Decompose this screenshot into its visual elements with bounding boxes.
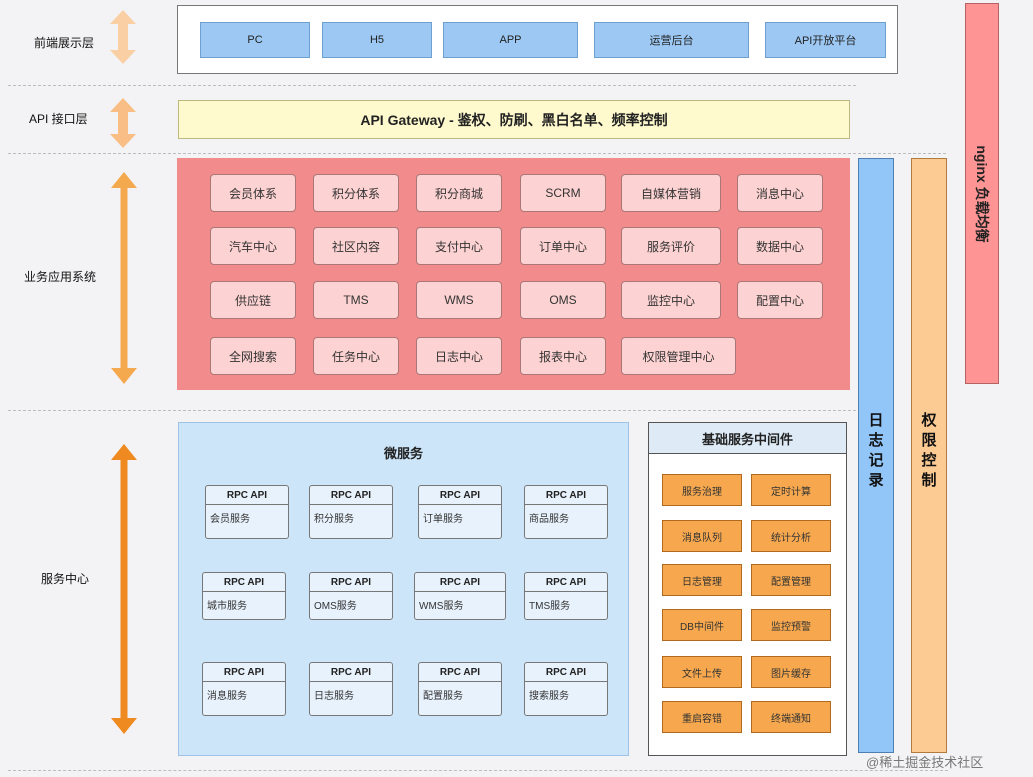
rpc-label: RPC API: [310, 486, 392, 505]
service-name: 消息服务: [207, 691, 247, 702]
service-name: 搜索服务: [529, 691, 569, 702]
service-name: 订单服务: [423, 514, 463, 525]
rpc-label: RPC API: [419, 486, 501, 505]
nginx-load-balancer: nginx 负载均衡: [965, 3, 999, 384]
double-arrow-icon: [110, 98, 136, 148]
business-item: 自媒体营销: [621, 174, 721, 212]
service-name: 积分服务: [314, 514, 354, 525]
middleware-item: 重启容错: [662, 701, 742, 733]
rpc-card: RPC API 会员服务: [205, 485, 289, 539]
layer-label-service: 服务中心: [41, 572, 90, 586]
business-item: 全网搜索: [210, 337, 296, 375]
middleware-item: 文件上传: [662, 656, 742, 688]
rpc-label: RPC API: [525, 663, 607, 682]
rpc-label: RPC API: [203, 573, 285, 592]
business-item: 供应链: [210, 281, 296, 319]
business-item: 日志中心: [416, 337, 502, 375]
rpc-label: RPC API: [206, 486, 288, 505]
double-arrow-icon: [111, 444, 137, 734]
service-name: 会员服务: [210, 514, 250, 525]
middleware-item: 图片缓存: [751, 656, 831, 688]
separator: [8, 770, 948, 771]
rpc-label: RPC API: [415, 573, 505, 592]
rpc-card: RPC API 搜索服务: [524, 662, 608, 716]
rpc-label: RPC API: [525, 573, 607, 592]
rpc-card: RPC API 配置服务: [418, 662, 502, 716]
business-item: 消息中心: [737, 174, 823, 212]
double-arrow-icon: [111, 172, 137, 384]
frontend-item-h5: H5: [322, 22, 432, 58]
business-item: 报表中心: [520, 337, 606, 375]
business-item: 会员体系: [210, 174, 296, 212]
middleware-item: 服务治理: [662, 474, 742, 506]
middleware-item: 消息队列: [662, 520, 742, 552]
service-name: OMS服务: [314, 601, 357, 612]
middleware-item: 日志管理: [662, 564, 742, 596]
rpc-card: RPC API 积分服务: [309, 485, 393, 539]
rpc-card: RPC API WMS服务: [414, 572, 506, 620]
middleware-item: 统计分析: [751, 520, 831, 552]
layer-label-frontend: 前端展示层: [34, 36, 95, 50]
service-name: 配置服务: [423, 691, 463, 702]
layer-label-business: 业务应用系统: [24, 270, 97, 284]
business-item: 任务中心: [313, 337, 399, 375]
frontend-item-ops: 运营后台: [594, 22, 749, 58]
service-name: 日志服务: [314, 691, 354, 702]
frontend-item-open-api: API开放平台: [765, 22, 886, 58]
rpc-card: RPC API 日志服务: [309, 662, 393, 716]
business-item: 汽车中心: [210, 227, 296, 265]
business-item: 监控中心: [621, 281, 721, 319]
rpc-card: RPC API TMS服务: [524, 572, 608, 620]
nginx-label: nginx 负载均衡: [974, 144, 990, 243]
rpc-card: RPC API OMS服务: [309, 572, 393, 620]
business-item: 配置中心: [737, 281, 823, 319]
rpc-card: RPC API 城市服务: [202, 572, 286, 620]
middleware-title: 基础服务中间件: [649, 423, 846, 454]
layer-label-api: API 接口层: [29, 112, 88, 126]
service-name: 城市服务: [207, 601, 247, 612]
double-arrow-icon: [110, 10, 136, 64]
service-name: WMS服务: [419, 601, 464, 612]
business-item: 数据中心: [737, 227, 823, 265]
frontend-item-app: APP: [443, 22, 578, 58]
service-name: 商品服务: [529, 514, 569, 525]
microservices-title: 微服务: [383, 446, 423, 461]
business-item: SCRM: [520, 174, 606, 212]
frontend-item-pc: PC: [200, 22, 310, 58]
rpc-label: RPC API: [310, 573, 392, 592]
business-item: 社区内容: [313, 227, 399, 265]
permission-control-label: 权限控制: [921, 412, 937, 489]
business-item: 积分商城: [416, 174, 502, 212]
log-record-bar: 日志记录: [858, 158, 894, 753]
rpc-label: RPC API: [203, 663, 285, 682]
middleware-item: 终端通知: [751, 701, 831, 733]
business-item: 服务评价: [621, 227, 721, 265]
permission-control-bar: 权限控制: [911, 158, 947, 753]
service-name: TMS服务: [529, 601, 571, 612]
separator: [8, 410, 856, 411]
api-gateway: API Gateway - 鉴权、防刷、黑白名单、频率控制: [178, 100, 850, 139]
rpc-card: RPC API 消息服务: [202, 662, 286, 716]
rpc-label: RPC API: [310, 663, 392, 682]
business-item: 积分体系: [313, 174, 399, 212]
business-item: TMS: [313, 281, 399, 319]
log-record-label: 日志记录: [868, 412, 884, 489]
middleware-item: 定时计算: [751, 474, 831, 506]
middleware-item: 监控预警: [751, 609, 831, 641]
business-item: OMS: [520, 281, 606, 319]
watermark: @稀土掘金技术社区: [866, 755, 984, 770]
middleware-item: 配置管理: [751, 564, 831, 596]
separator: [8, 153, 946, 154]
rpc-card: RPC API 商品服务: [524, 485, 608, 539]
rpc-label: RPC API: [419, 663, 501, 682]
rpc-card: RPC API 订单服务: [418, 485, 502, 539]
business-item: 支付中心: [416, 227, 502, 265]
separator: [8, 85, 856, 86]
business-item: 订单中心: [520, 227, 606, 265]
business-item: WMS: [416, 281, 502, 319]
rpc-label: RPC API: [525, 486, 607, 505]
middleware-item: DB中间件: [662, 609, 742, 641]
business-item: 权限管理中心: [621, 337, 736, 375]
